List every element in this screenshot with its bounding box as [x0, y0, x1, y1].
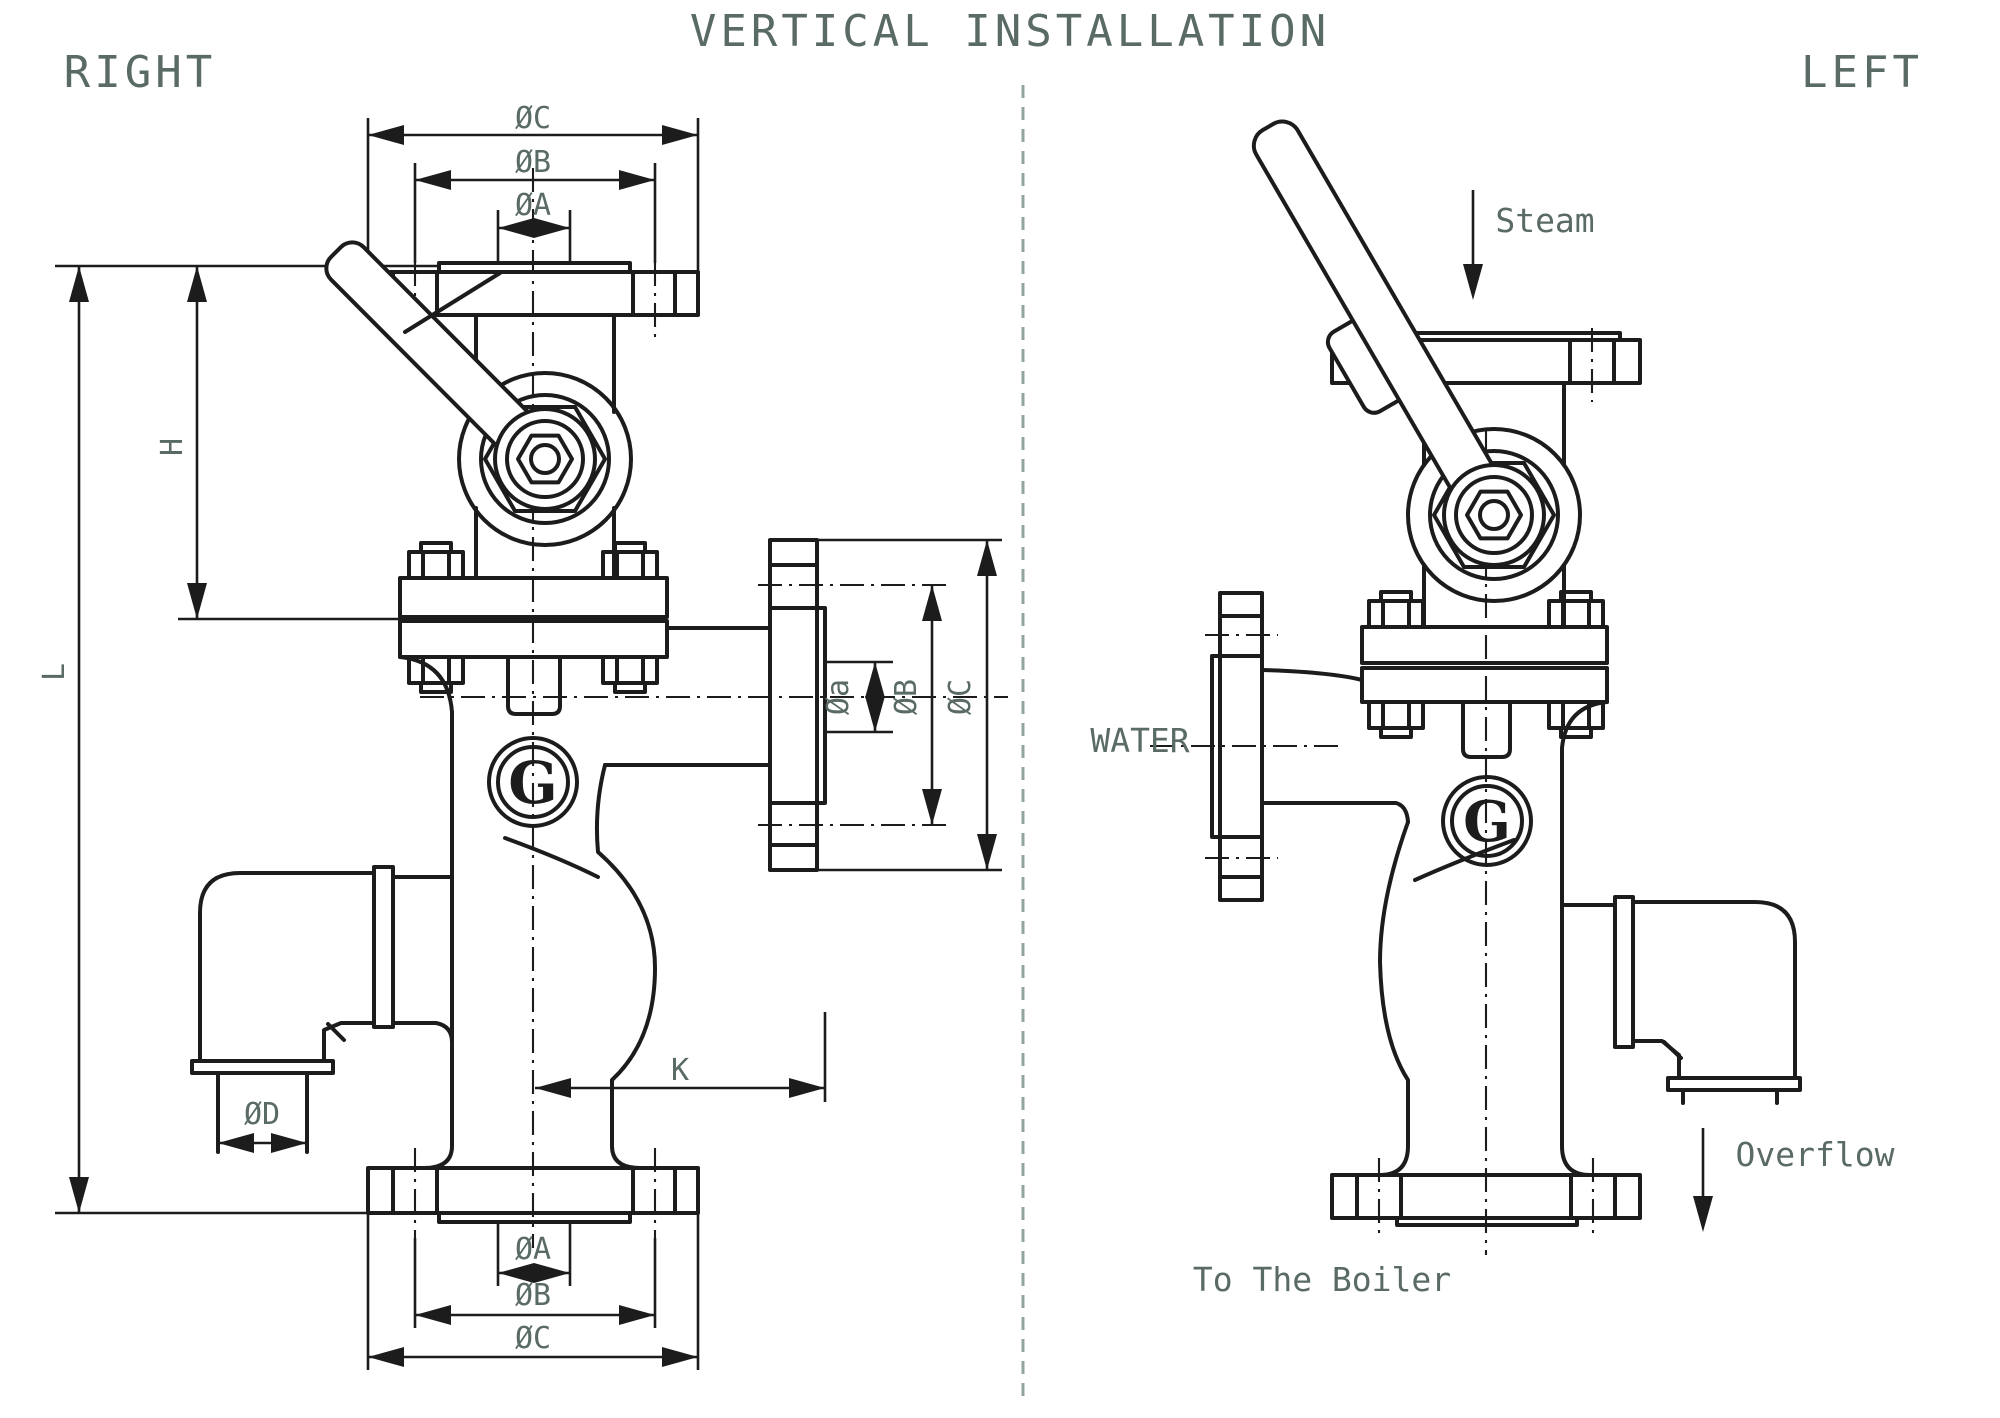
dim-label-oc-bottom: ØC [515, 1321, 551, 1356]
left-stem [506, 655, 562, 716]
dim-label-oa-side: Øa [821, 679, 856, 715]
dim-label-ob-side: ØB [889, 679, 924, 715]
dim-label-ob-top: ØB [515, 145, 551, 180]
right-maker-logo: G [1441, 775, 1533, 867]
flow-label-overflow: Overflow [1736, 1135, 1895, 1174]
flow-label-steam: Steam [1495, 201, 1594, 240]
left-drawing-valve-body: G [190, 240, 827, 1224]
valve-spindle-nut [493, 407, 597, 511]
view-label-right: RIGHT [64, 47, 216, 98]
page-title: VERTICAL INSTALLATION [690, 6, 1330, 57]
right-valve-spindle-nut [1442, 463, 1546, 567]
dim-label-oc-top: ØC [515, 101, 551, 136]
right-stem [1461, 700, 1512, 759]
right-drawing-valve-body: G [1210, 119, 1802, 1232]
dim-label-od: ØD [244, 1097, 280, 1132]
right-mid-flange [1360, 590, 1609, 739]
dim-label-ob-bottom: ØB [515, 1278, 551, 1313]
left-bottom-flange [366, 1166, 700, 1224]
overflow-flow-arrow [1693, 1128, 1713, 1232]
left-mid-flange [398, 541, 669, 694]
dim-label-k: K [671, 1053, 689, 1088]
view-label-left: LEFT [1801, 47, 1923, 98]
right-water-inlet-flange [1210, 591, 1410, 902]
left-side-outlet-flange [603, 538, 827, 872]
left-maker-logo: G [487, 736, 579, 828]
flow-label-water: WATER [1090, 721, 1189, 760]
left-overflow-elbow [190, 865, 454, 1154]
left-drawing-dimension-lines [55, 118, 1002, 1370]
steam-flow-arrow [1463, 190, 1483, 300]
dim-label-oa-bottom: ØA [515, 1232, 551, 1267]
dim-label-l: L [37, 663, 72, 681]
right-logo-letter: G [1463, 789, 1511, 855]
flow-label-to-boiler: To The Boiler [1193, 1260, 1451, 1299]
dim-label-h: H [155, 438, 190, 456]
right-overflow-elbow [1560, 895, 1802, 1105]
left-logo-letter: G [508, 749, 558, 817]
dim-label-oc-side: ØC [943, 679, 978, 715]
dim-label-oa-top: ØA [515, 188, 551, 223]
right-bottom-flange [1330, 1173, 1642, 1227]
